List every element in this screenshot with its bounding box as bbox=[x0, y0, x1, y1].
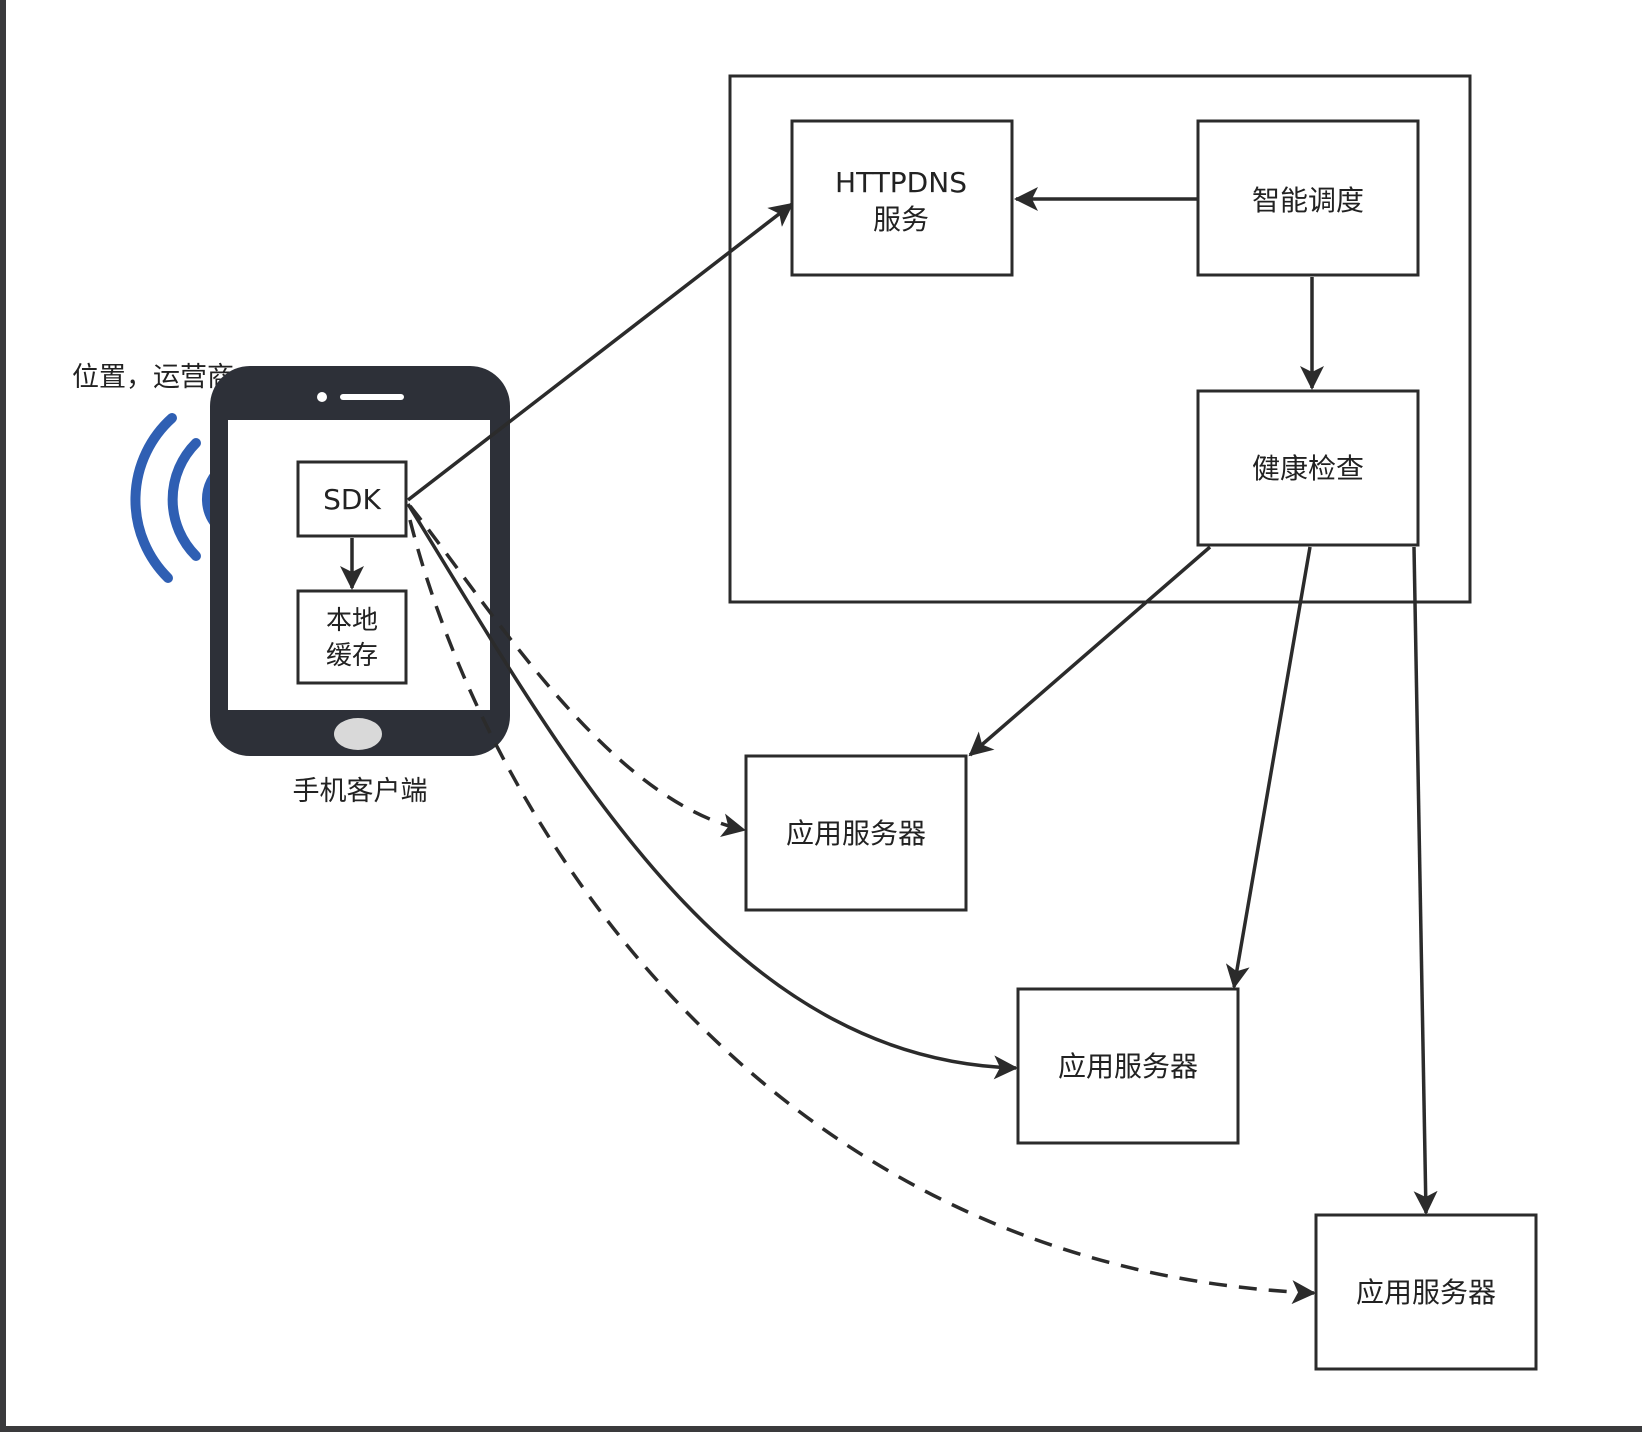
arrow-health-to-server1 bbox=[968, 545, 1212, 757]
phone-icon bbox=[210, 366, 510, 756]
app-server-label-2: 应用服务器 bbox=[1058, 1050, 1198, 1083]
arrow-sdk-to-httpdns bbox=[406, 202, 794, 502]
phone-client-caption: 手机客户端 bbox=[293, 776, 428, 807]
app-server-box-2 bbox=[1016, 987, 1240, 1145]
location-carrier-caption: 位置，运营商 bbox=[72, 362, 234, 393]
backend-container bbox=[728, 74, 1472, 604]
diagram-canvas: HTTPDNS 服务 智能调度 健康检查 应用服务器 应用服务器 应用服务器 位… bbox=[6, 0, 1642, 1426]
home-button-icon bbox=[334, 718, 382, 750]
httpdns-label-line1: HTTPDNS bbox=[835, 166, 967, 199]
local-cache-label-line2: 缓存 bbox=[326, 641, 378, 671]
arrow-health-to-server2 bbox=[1225, 546, 1312, 989]
local-cache-label-line1: 本地 bbox=[326, 606, 378, 636]
sdk-box bbox=[296, 460, 408, 538]
diagram-svg: HTTPDNS 服务 智能调度 健康检查 应用服务器 应用服务器 应用服务器 位… bbox=[72, 74, 1538, 1371]
health-check-box bbox=[1196, 389, 1420, 547]
arrow-sdk-to-server3-dashed bbox=[408, 519, 1316, 1305]
app-server-box-3 bbox=[1314, 1213, 1538, 1371]
httpdns-label-line2: 服务 bbox=[873, 203, 929, 236]
app-server-box-1 bbox=[744, 754, 968, 912]
arrow-health-to-server3 bbox=[1412, 546, 1438, 1215]
app-server-label-1: 应用服务器 bbox=[786, 817, 926, 850]
app-server-label-3: 应用服务器 bbox=[1356, 1276, 1496, 1309]
scheduler-box bbox=[1196, 119, 1420, 277]
arrow-sdk-to-server2 bbox=[406, 503, 1018, 1080]
local-cache-box bbox=[296, 589, 408, 685]
scheduler-label: 智能调度 bbox=[1252, 184, 1364, 217]
httpdns-service-box bbox=[790, 119, 1014, 277]
sdk-label: SDK bbox=[323, 483, 381, 516]
health-check-label: 健康检查 bbox=[1252, 452, 1364, 485]
